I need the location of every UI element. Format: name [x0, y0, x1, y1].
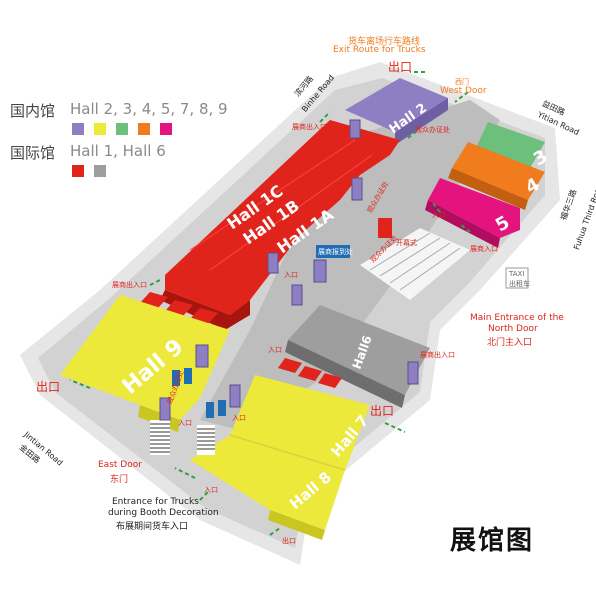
exit-route-cn: 货车离场行车路线: [348, 37, 421, 47]
exit-label-bottom: 出口: [282, 537, 296, 545]
opening-ceremony-label: 开幕式: [396, 239, 417, 247]
hall-2-block[interactable]: [345, 78, 448, 132]
hall-5-block[interactable]: [428, 178, 520, 238]
hall-7-entrance-stripes: [278, 358, 342, 388]
blue-sign: [316, 245, 350, 258]
legend-swatch-orange: [138, 123, 150, 135]
blue-sign-text: 展商报到处: [318, 248, 353, 256]
exhibitor-entrance-hall5: 展商入口: [470, 245, 498, 253]
central-corridor: [200, 100, 500, 430]
legend-swatch-magenta: [160, 123, 172, 135]
legend-swatch-yellow: [94, 123, 106, 135]
legend-swatch-red: [72, 165, 84, 177]
map-title: 展馆图: [450, 526, 535, 556]
hall-1-block[interactable]: [165, 120, 400, 315]
legend-swatch-purple: [72, 123, 84, 135]
people-icons: [172, 368, 226, 418]
entrance-label-5: 入口: [204, 486, 218, 494]
exit-label-top: 出口: [388, 60, 413, 74]
exhibitor-entrance-top: 展商出入口: [292, 123, 327, 131]
hall-7-block[interactable]: [230, 375, 370, 470]
truck-entrance-en-2: during Booth Decoration: [108, 508, 219, 518]
hall-9-block[interactable]: [60, 295, 230, 420]
hall-4-block[interactable]: [452, 142, 545, 200]
green-route-arrows: [69, 71, 471, 536]
staircase-hall7: [197, 425, 215, 455]
truck-entrance-cn: 布展期间货车入口: [116, 522, 189, 532]
west-door-cn: 西门: [455, 78, 469, 86]
legend-international-cn: 国际馆: [10, 144, 56, 162]
entrance-label-hall5: 入口: [432, 211, 446, 219]
legend-international-halls: Hall 1, Hall 6: [70, 142, 166, 160]
hall-3-block[interactable]: [475, 122, 545, 168]
truck-entrance-en-1: Entrance for Trucks: [112, 497, 199, 507]
entrance-label-4: 入口: [178, 419, 192, 427]
north-door-cn: 北门主入口: [487, 338, 533, 348]
staircase-north: [360, 228, 470, 300]
exit-label-east: 出口: [370, 404, 395, 418]
entrance-gates: [159, 119, 419, 421]
exit-label-west: 出口: [36, 380, 61, 394]
east-door-cn: 东门: [110, 475, 129, 485]
staircase-hall9: [150, 420, 170, 455]
west-door-en: West Door: [440, 86, 487, 96]
exit-route-en: Exit Route for Trucks: [333, 45, 426, 55]
legend-swatch-green: [116, 123, 128, 135]
north-door-en-2: North Door: [488, 324, 538, 334]
taxi-cn-label: 出租车: [509, 280, 530, 288]
legend-domestic-halls: Hall 2, 3, 4, 5, 7, 8, 9: [70, 100, 228, 118]
opening-ceremony-marker: [378, 218, 392, 238]
taxi-sign: [505, 267, 529, 289]
visitor-reg-top: 观众办证处: [415, 126, 450, 134]
legend-domestic-cn: 国内馆: [10, 102, 56, 120]
east-door-en: East Door: [98, 460, 142, 470]
entrance-label-2: 入口: [268, 346, 282, 354]
entrance-label-3: 入口: [232, 414, 246, 422]
entrance-label-1: 入口: [284, 271, 298, 279]
exhibitor-entrance-hall1: 展商出入口: [112, 281, 147, 289]
north-door-en-1: Main Entrance of the: [470, 313, 564, 323]
hall-6-block[interactable]: [288, 305, 430, 395]
taxi-label: TAXI: [509, 270, 525, 278]
legend-swatch-gray: [94, 165, 106, 177]
exhibitor-entrance-hall6: 展商出入口: [420, 351, 455, 359]
